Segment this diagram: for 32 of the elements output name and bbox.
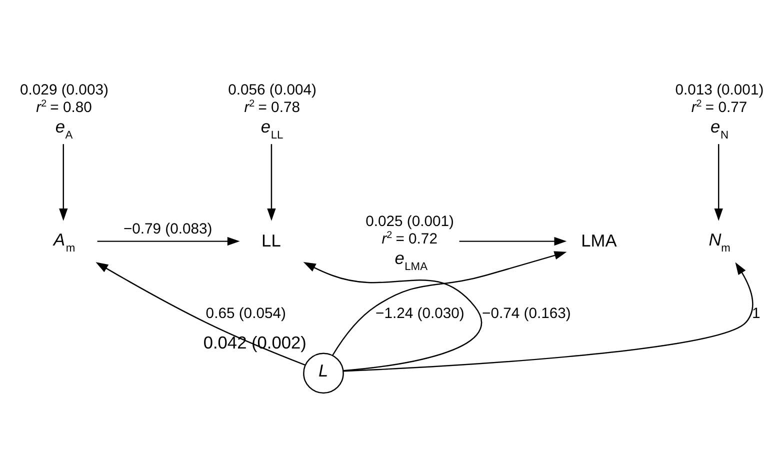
edge-label: 1 [752, 306, 760, 322]
node-text: LL [262, 230, 281, 250]
node-text: LMA [581, 230, 617, 250]
node-text: A$_{m}$ [53, 228, 76, 254]
node-label: r$^{2}$ = 0.80 [36, 98, 92, 116]
node-label: 0.029 (0.003) [20, 82, 108, 98]
edge-label: 0.65 (0.054) [206, 306, 286, 322]
node-label: r$^{2}$ = 0.77 [691, 98, 748, 116]
arrow [59, 144, 68, 220]
arrow [96, 262, 306, 366]
arrow [714, 144, 723, 220]
arrow [267, 144, 276, 220]
node-label: r$^{2}$ = 0.72 [382, 229, 438, 247]
arrow [303, 262, 482, 371]
arrow [332, 250, 567, 356]
node-label: r$^{2}$ = 0.78 [244, 98, 300, 116]
edge-label: −1.24 (0.030) [376, 306, 464, 322]
node-text: e$_{LL}$ [260, 116, 284, 142]
node-text: e$_{A}$ [55, 116, 73, 142]
node-label: 0.042 (0.002) [203, 332, 306, 352]
arrow [459, 236, 567, 246]
arrow [97, 236, 240, 246]
node-text: e$_{LMA}$ [394, 247, 428, 272]
node-circle: L [303, 352, 344, 394]
node-label: 0.013 (0.001) [675, 82, 764, 98]
edge-label: −0.79 (0.083) [123, 220, 212, 237]
node-label: 0.025 (0.001) [366, 213, 454, 230]
node-label: 0.056 (0.004) [228, 82, 317, 98]
arrow [343, 262, 754, 372]
node-text: e$_{N}$ [710, 116, 729, 142]
edge-label: −0.74 (0.163) [482, 306, 571, 322]
node-text: N$_{m}$ [708, 228, 730, 254]
